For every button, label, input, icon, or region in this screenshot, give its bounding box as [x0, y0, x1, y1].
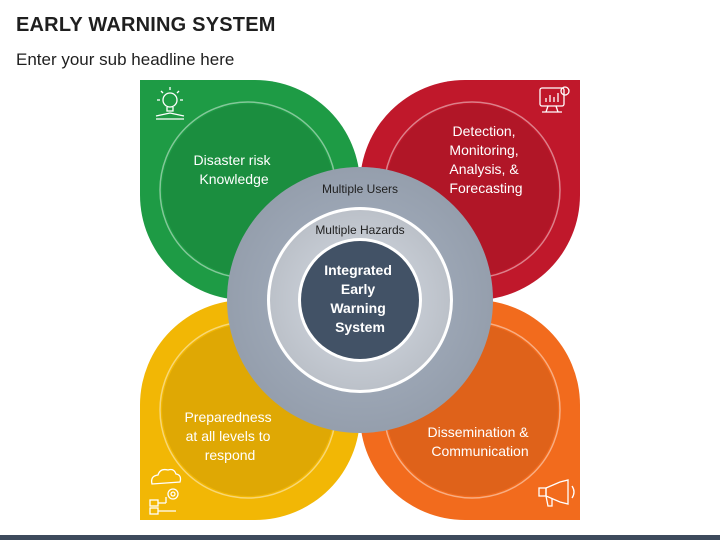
petal-label-preparedness: Preparedness at all levels to respond	[184, 409, 275, 463]
lightbulb-book-icon	[155, 87, 185, 120]
petal-label-dissemination: Dissemination & Communication	[427, 424, 532, 459]
monitor-analytics-icon	[539, 86, 570, 113]
petal-label-disaster-risk-knowledge: Disaster risk Knowledge	[194, 152, 275, 187]
megaphone-icon	[538, 479, 575, 507]
page-subtitle: Enter your sub headline here	[16, 50, 235, 69]
bottom-accent-bar	[0, 535, 720, 540]
inner-ring-label: Multiple Hazards	[315, 223, 404, 237]
center-core	[301, 241, 419, 359]
page-title: EARLY WARNING SYSTEM	[16, 14, 276, 36]
network-gear-icon	[149, 468, 182, 515]
petal-label-detection-monitoring: Detection, Monitoring, Analysis, & Forec…	[449, 123, 522, 196]
center-label: Integrated Early Warning System	[324, 262, 396, 335]
outer-ring-label: Multiple Users	[322, 182, 398, 196]
